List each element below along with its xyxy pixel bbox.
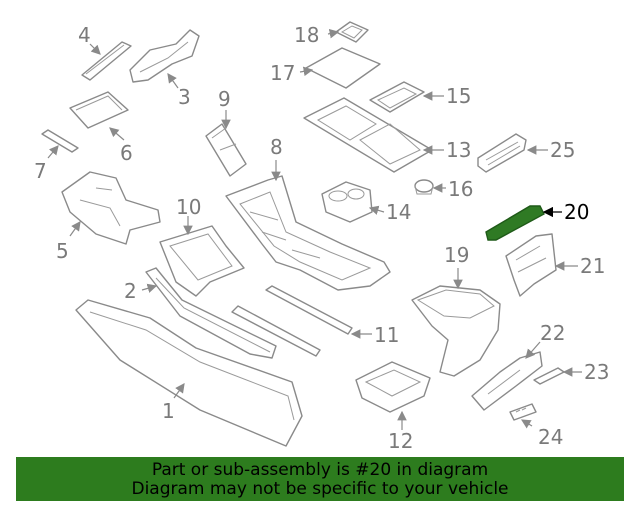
part-16-cup [414,179,434,195]
callout-10: 10 [176,195,201,219]
callout-17: 17 [270,61,295,85]
part-6-pad [69,91,129,129]
callout-23: 23 [584,360,609,384]
part-2-side-rail [145,267,277,359]
callout-24: 24 [538,425,563,449]
part-10-frame [159,225,245,297]
callout-3: 3 [178,85,191,109]
callout-22: 22 [540,321,565,345]
callout-5: 5 [56,239,69,263]
callout-labels: 4 3 6 7 5 9 18 17 15 13 25 16 14 8 10 2 … [34,23,609,453]
callout-15: 15 [446,84,471,108]
part-12-storage-tray [355,361,431,413]
part-17-mat [305,47,381,89]
part-24-switch-block [509,403,537,421]
part-8-console-carrier [225,175,391,291]
callout-19: 19 [444,243,469,267]
callout-7: 7 [34,159,47,183]
part-5-bracket [61,171,161,245]
callout-13: 13 [446,138,471,162]
callout-20: 20 [564,200,589,224]
part-11-long-strip [231,285,353,357]
part-23-small-trim [533,367,565,385]
part-15-tray [369,81,425,113]
callout-12: 12 [388,429,413,453]
part-20-highlighted-trim [485,205,545,241]
part-9-bin [205,123,247,177]
part-19-armrest [411,285,501,377]
callout-1: 1 [162,399,175,423]
callout-18: 18 [294,23,319,47]
callout-9: 9 [218,87,231,111]
callout-11: 11 [374,323,399,347]
leader-lines [47,28,582,430]
part-14-cup-holder [321,181,373,223]
part-3-side-panel [129,29,200,83]
part-21-bracket [505,233,557,297]
part-13-top-cover [303,97,433,173]
part-1-lower-side [75,299,303,447]
callout-16: 16 [448,177,473,201]
part-22-side-panel [471,351,543,411]
callout-4: 4 [78,23,91,47]
callout-14: 14 [386,200,411,224]
part-7-small-strip [41,129,79,153]
part-4-trim-strip [81,41,132,81]
notice-banner: Part or sub-assembly is #20 in diagram D… [16,457,624,501]
notice-line-1: Part or sub-assembly is #20 in diagram [151,460,489,480]
part-18-small-pad [335,21,369,43]
callout-21: 21 [580,254,605,278]
part-25-vent [477,133,527,173]
callout-25: 25 [550,138,575,162]
callout-8: 8 [270,135,283,159]
callout-6: 6 [120,141,133,165]
callout-2: 2 [124,279,137,303]
notice-line-2: Diagram may not be specific to your vehi… [131,479,509,499]
